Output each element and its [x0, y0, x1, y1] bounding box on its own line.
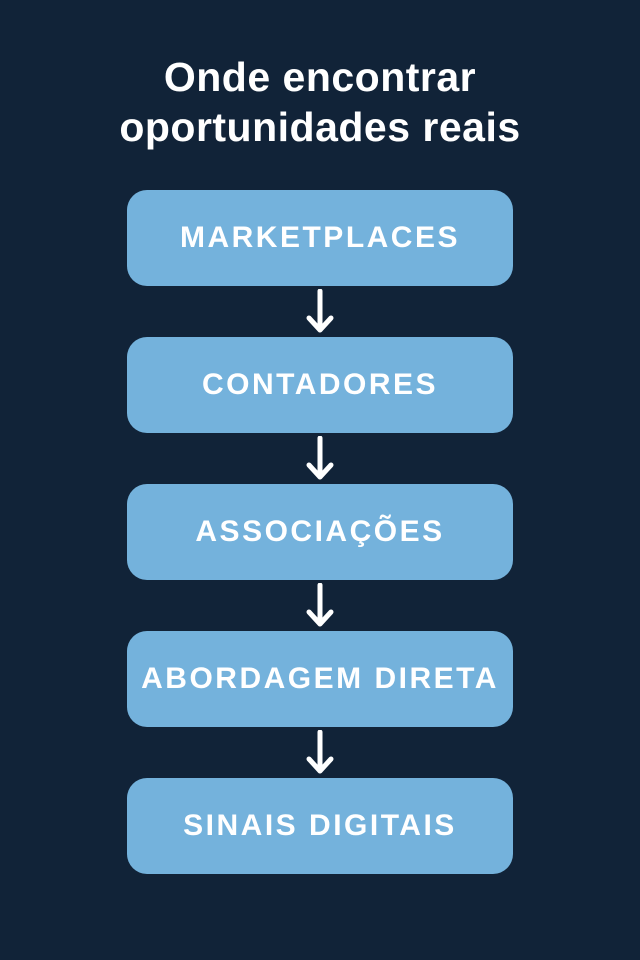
flow-step-abordagem-direta: ABORDAGEM DIRETA: [127, 631, 513, 728]
step-label: MARKETPLACES: [179, 221, 460, 255]
step-label: ABORDAGEM DIRETA: [141, 662, 499, 696]
down-arrow-icon: [304, 727, 336, 778]
down-arrow-icon: [304, 580, 336, 631]
step-label: SINAIS DIGITAIS: [183, 809, 457, 843]
flow-step-associacoes: ASSOCIAÇÕES: [127, 484, 513, 581]
flowchart: MARKETPLACES CONTADORES ASSOCIAÇÕES: [127, 190, 513, 875]
step-label: ASSOCIAÇÕES: [195, 515, 445, 549]
flow-step-sinais-digitais: SINAIS DIGITAIS: [127, 778, 513, 875]
flow-step-marketplaces: MARKETPLACES: [127, 190, 513, 287]
page-title: Onde encontrar oportunidades reais: [119, 54, 521, 151]
down-arrow-icon: [304, 433, 336, 484]
flow-step-contadores: CONTADORES: [127, 337, 513, 434]
down-arrow-icon: [304, 286, 336, 337]
step-label: CONTADORES: [201, 368, 439, 402]
